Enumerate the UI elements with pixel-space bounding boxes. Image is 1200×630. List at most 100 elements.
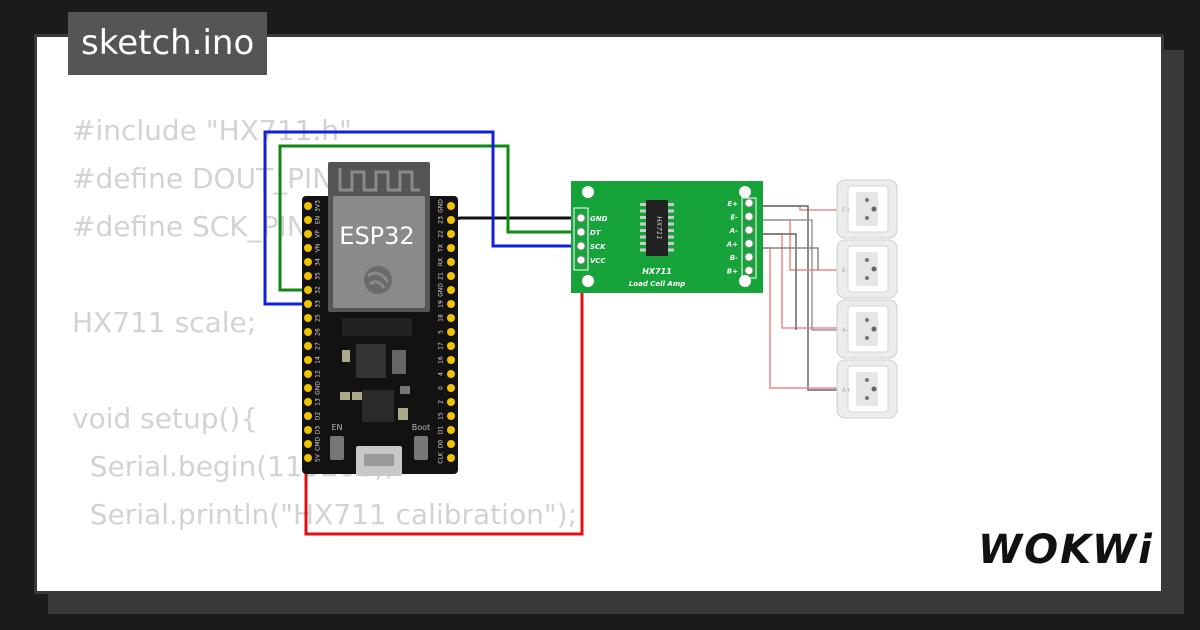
code-background: #include "HX711.h"#define DOUT_PIN 32#de… (72, 107, 577, 591)
esp32-pin-label: 23 (438, 216, 445, 224)
esp32-pin[interactable] (304, 300, 312, 308)
hx711-pin[interactable] (576, 241, 586, 251)
esp32-pin[interactable] (304, 328, 312, 336)
esp32-pin[interactable] (447, 314, 455, 322)
esp32-pin-label: 3V3 (315, 200, 322, 212)
en-label: EN (331, 423, 342, 432)
esp32-pin[interactable] (304, 384, 312, 392)
esp32-pin[interactable] (304, 202, 312, 210)
boot-button[interactable] (414, 436, 428, 460)
esp32-pin[interactable] (304, 370, 312, 378)
esp32-pin-label: 5V (315, 453, 322, 462)
hx711-out-pin[interactable] (744, 266, 754, 275)
hx711-out-pin[interactable] (744, 212, 754, 221)
load-cell[interactable]: A+ (836, 359, 898, 419)
hx711-out-pin[interactable] (744, 225, 754, 235)
hx711-out-pin[interactable] (744, 239, 754, 248)
esp32-pin[interactable] (447, 426, 455, 434)
hx711-chip-legs (640, 203, 674, 252)
esp32-pin[interactable] (447, 412, 455, 420)
hx711-out-pin-label: E+ (727, 200, 738, 208)
wire-dt[interactable] (278, 144, 578, 292)
hx711-pin[interactable] (576, 227, 586, 237)
esp32-pin-label: RX (438, 258, 445, 266)
esp32-pin[interactable] (447, 342, 455, 350)
esp32-pin[interactable] (304, 440, 312, 448)
code-line: HX711 scale; (72, 306, 257, 339)
load-cell[interactable]: A- (836, 299, 898, 359)
esp32-pin-label: EN (315, 216, 322, 224)
wokwi-logo: WOKWi (978, 527, 1154, 573)
hx711-title: HX711 (642, 267, 672, 276)
esp32-pin-label: 18 (438, 314, 445, 322)
esp32-pin[interactable] (447, 328, 455, 336)
hx711-out-pin[interactable] (744, 252, 754, 262)
filename-tab[interactable]: sketch.ino (68, 12, 268, 75)
esp32-pin[interactable] (447, 272, 455, 280)
esp32-pin[interactable] (304, 314, 312, 322)
esp32-pin-label: 19 (438, 300, 445, 308)
esp32-pin[interactable] (447, 216, 455, 224)
load-cell-label: A+ (842, 387, 851, 394)
esp32-pin[interactable] (447, 440, 455, 448)
hx711-out-pin[interactable] (744, 198, 754, 208)
esp32-pin[interactable] (304, 230, 312, 238)
esp32-pin-label: VP (315, 230, 322, 238)
esp32-pin[interactable] (447, 356, 455, 364)
esp32-pin-label: CMD (315, 437, 322, 451)
esp32-pin[interactable] (447, 370, 455, 378)
esp32-pin-label: 26 (315, 328, 322, 336)
esp32-pin[interactable] (304, 398, 312, 406)
esp32-pin-label: 2 (438, 400, 445, 404)
hx711-chip-label: HX711 (655, 216, 663, 239)
hx711-pin[interactable] (576, 213, 586, 223)
esp32-pin[interactable] (447, 202, 455, 210)
esp32-pin[interactable] (447, 230, 455, 238)
hx711-pin-label: VCC (590, 257, 607, 265)
esp32-pin-label: 4 (438, 372, 445, 376)
esp32-pin[interactable] (304, 454, 312, 462)
esp32-pin[interactable] (304, 426, 312, 434)
esp32-pin[interactable] (447, 454, 455, 462)
esp32-left-pins: 3V3ENVPVN343532332526271412GND13D2D3CMD5… (304, 200, 322, 462)
esp32-pin[interactable] (304, 356, 312, 364)
hx711-pin-label: DT (590, 229, 602, 237)
esp32-pin-label: GND (438, 283, 445, 297)
hx711-pin[interactable] (576, 255, 586, 265)
esp32-pin-label: 5 (438, 330, 445, 334)
esp32-pin[interactable] (447, 398, 455, 406)
esp32-pin[interactable] (304, 272, 312, 280)
esp32-pin[interactable] (447, 244, 455, 252)
esp32-pin[interactable] (304, 258, 312, 266)
esp32-pin[interactable] (304, 342, 312, 350)
esp32-pin-label: D2 (315, 412, 322, 421)
esp32-board[interactable]: ESP32 EN Boot 3V3ENVPVN34353233252627141… (302, 162, 458, 476)
esp32-pin[interactable] (304, 244, 312, 252)
esp32-pin-label: 17 (438, 342, 445, 350)
hx711-subtitle: Load Cell Amp (629, 280, 685, 288)
esp32-pin-label: 32 (315, 286, 322, 294)
wire-sck[interactable] (263, 130, 578, 306)
load-cell[interactable]: E+ (836, 179, 898, 239)
esp32-pin-label: GND (438, 199, 445, 213)
wire-gnd[interactable] (449, 216, 578, 222)
esp32-pin[interactable] (447, 384, 455, 392)
esp32-pin[interactable] (447, 258, 455, 266)
espressif-logo (364, 266, 392, 294)
esp32-pin[interactable] (304, 286, 312, 294)
esp32-pin[interactable] (304, 412, 312, 420)
load-cell[interactable]: E- (836, 239, 898, 299)
esp32-pin-label: 22 (438, 230, 445, 238)
esp32-pin-label: 13 (315, 398, 322, 406)
wire-vcc[interactable] (304, 262, 584, 536)
esp32-pin[interactable] (447, 300, 455, 308)
project-preview-card[interactable]: #include "HX711.h"#define DOUT_PIN 32#de… (34, 34, 1164, 594)
esp32-pin-label: 15 (438, 412, 445, 420)
esp32-pin[interactable] (447, 286, 455, 294)
boot-label: Boot (412, 423, 430, 432)
esp32-pin[interactable] (304, 216, 312, 224)
load-cells: E+E-A- A+ (836, 179, 898, 419)
en-button[interactable] (330, 436, 344, 460)
